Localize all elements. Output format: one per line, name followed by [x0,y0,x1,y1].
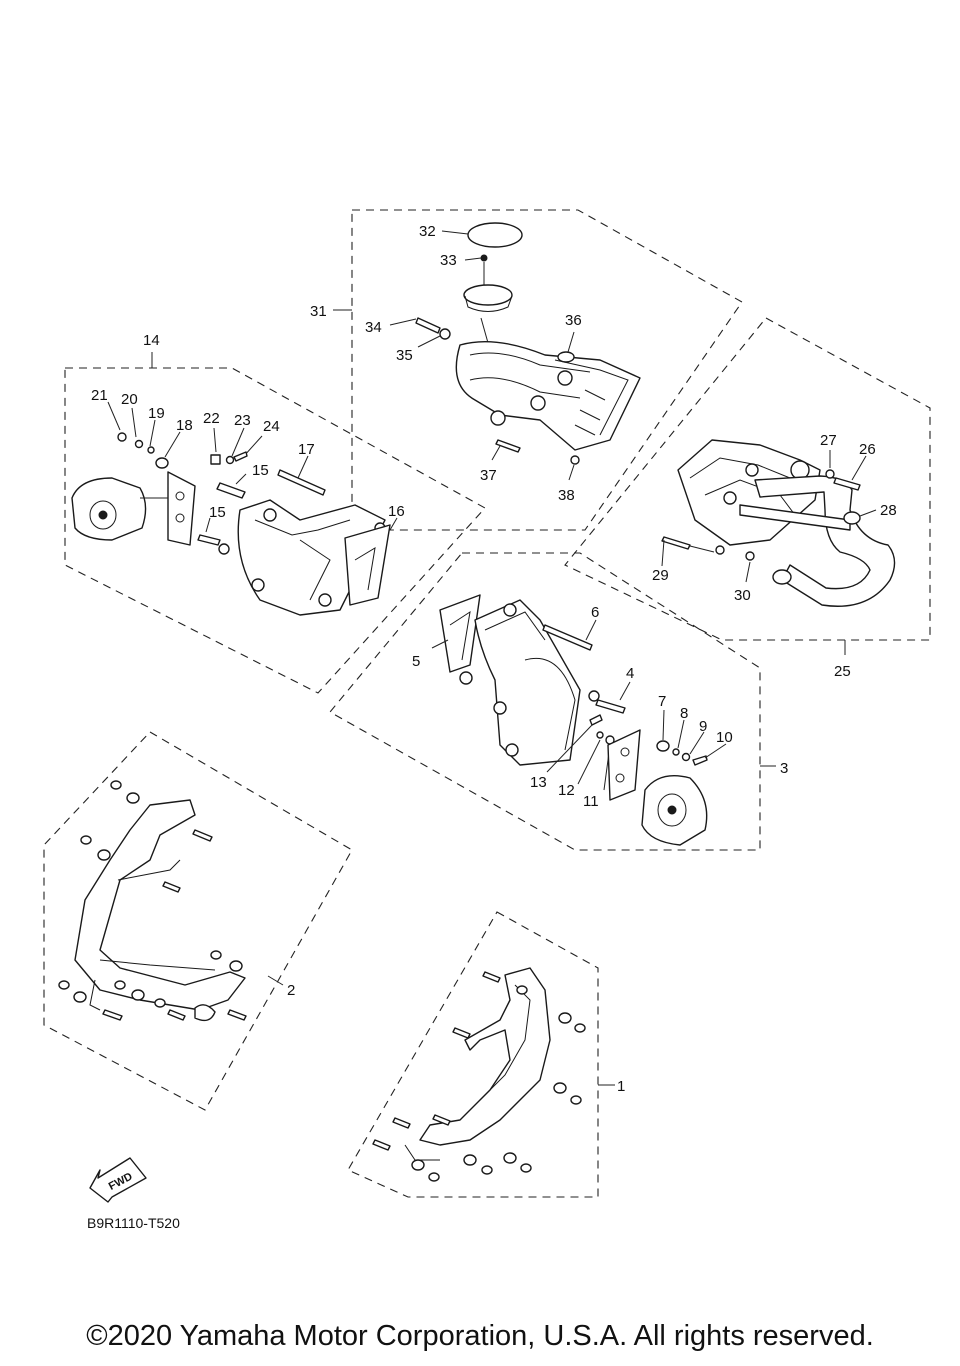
group-1-fasteners [372,971,586,1182]
callout-28: 28 [880,502,897,519]
callout-34: 34 [365,319,382,336]
callout-15a: 15 [252,462,269,479]
callouts: 1 2 3 4 5 6 7 8 9 10 11 12 13 14 15 15 1… [91,223,897,1095]
callout-1: 1 [617,1078,625,1095]
callout-4: 4 [626,665,634,682]
callout-26: 26 [859,441,876,458]
callout-16: 16 [388,503,405,520]
callout-14: 14 [143,332,160,349]
part-2-guard [74,799,246,1011]
part-16-heel-guard [344,524,391,606]
copyright-notice: ©2020 Yamaha Motor Corporation, U.S.A. A… [86,1320,874,1352]
callout-23: 23 [234,412,251,429]
callout-25: 25 [834,663,851,680]
group-25-assembly [564,317,931,655]
callout-10: 10 [716,729,733,746]
callout-29: 29 [652,567,669,584]
group-3-assembly [329,552,776,851]
callout-20: 20 [121,391,138,408]
part-32-cap [467,222,523,248]
callout-37: 37 [480,467,497,484]
callout-31: 31 [310,303,327,320]
callout-27: 27 [820,432,837,449]
callout-36: 36 [565,312,582,329]
callout-18: 18 [176,417,193,434]
callout-15b: 15 [209,504,226,521]
callout-11: 11 [583,793,599,810]
group-14-assembly [64,352,486,694]
callout-38: 38 [558,487,575,504]
callout-30: 30 [734,587,751,604]
callout-17: 17 [298,441,315,458]
callout-9: 9 [699,718,707,735]
part-25-guard-tube [754,475,896,607]
callout-35: 35 [396,347,413,364]
group-2-assembly [43,731,353,1111]
callout-24: 24 [263,418,280,435]
callout-22: 22 [203,410,220,427]
callout-33: 33 [440,252,457,269]
part-5-heel-guard [439,594,481,673]
callout-13: 13 [530,774,547,791]
part-3-bracket [474,599,581,766]
group-2-fasteners [58,780,247,1021]
fwd-arrow-icon: FWD [89,1157,147,1203]
callout-6: 6 [591,604,599,621]
part-reservoir-left [71,477,147,541]
group-1-assembly [347,911,615,1198]
callout-2: 2 [287,982,295,999]
callout-19: 19 [148,405,165,422]
callout-5: 5 [412,653,420,670]
callout-32: 32 [419,223,436,240]
diagram-code: B9R1110-T520 [87,1215,180,1231]
callout-7: 7 [658,693,666,710]
callout-3: 3 [780,760,788,777]
callout-12: 12 [558,782,575,799]
group-31-assembly [333,209,743,531]
callout-21: 21 [91,387,108,404]
callout-8: 8 [680,705,688,722]
